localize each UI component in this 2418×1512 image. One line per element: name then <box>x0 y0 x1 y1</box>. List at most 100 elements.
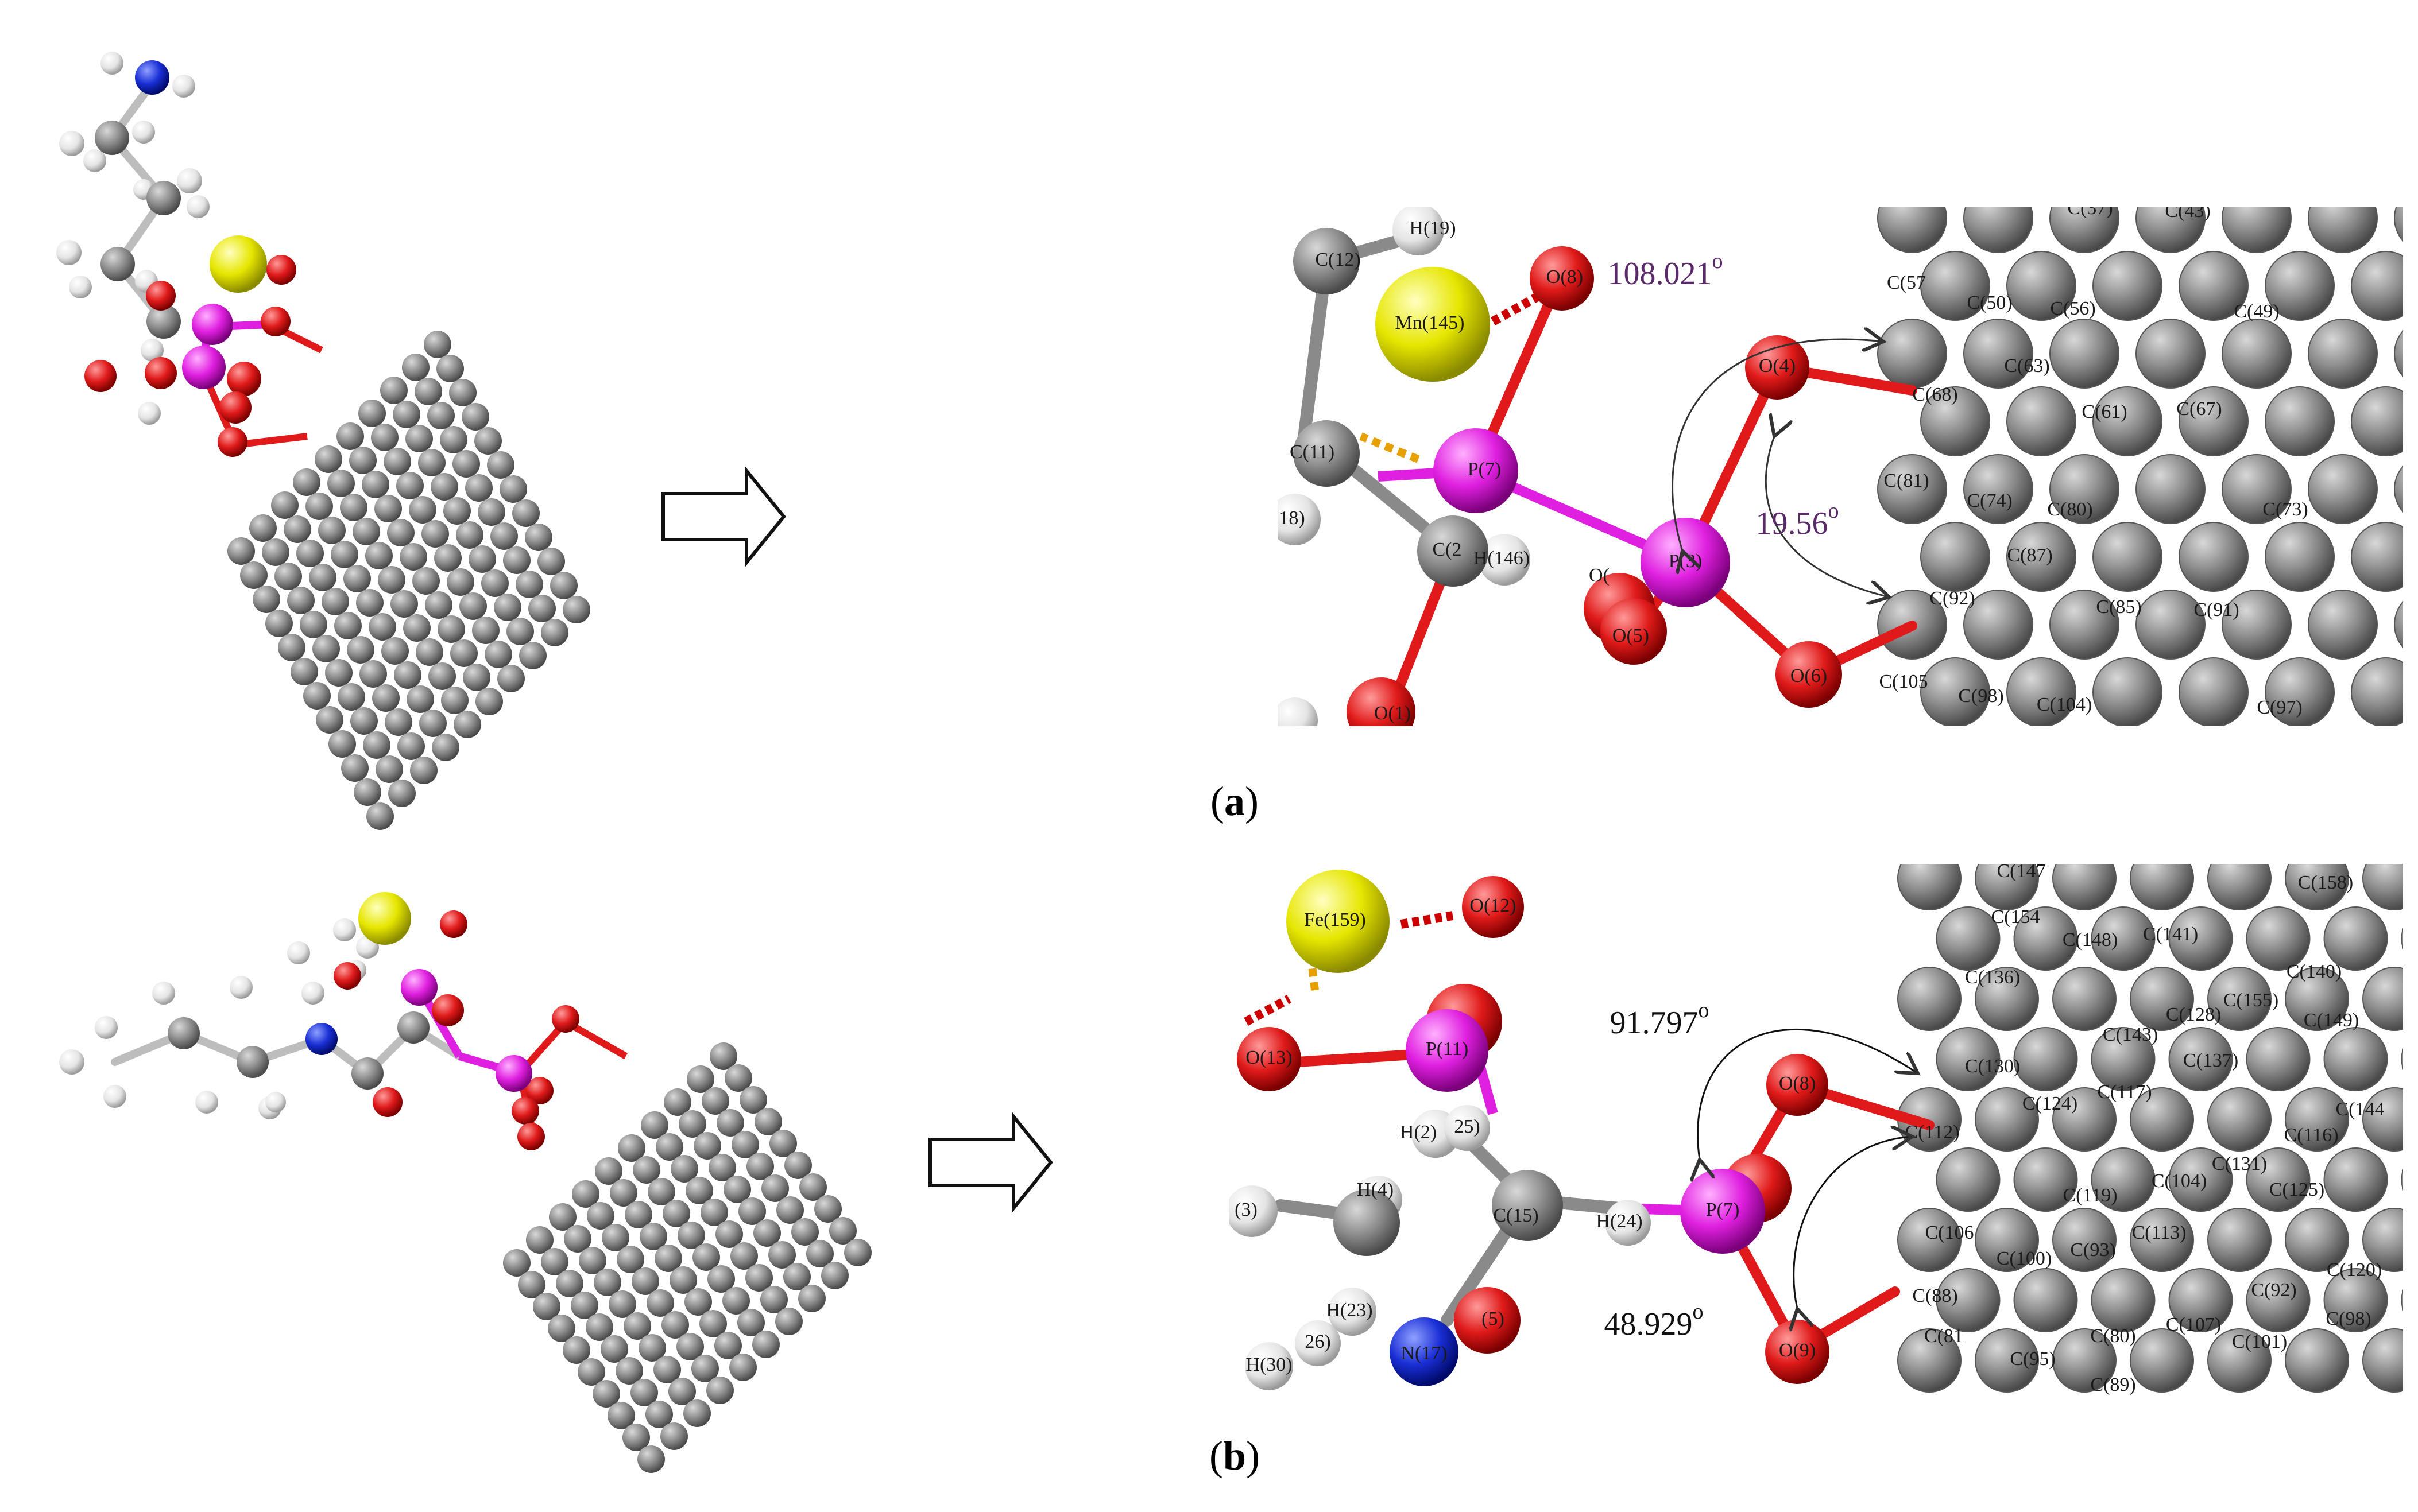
graphene-carbon-atom <box>622 1424 650 1451</box>
atom-label-c104: C(104) <box>2037 694 2092 715</box>
atom-label-c89: C(89) <box>2090 1374 2135 1395</box>
atom-label-c61: C(61) <box>2082 401 2127 422</box>
angle-a2-label: 19.56o <box>1756 499 1839 541</box>
graphene-carbon-atom <box>490 522 518 550</box>
graphene-carbon-atom <box>769 1130 797 1157</box>
carbon-atoms-a <box>1293 228 1488 587</box>
carbon-atoms-b-overview <box>168 1011 430 1090</box>
graphene-carbon-atom <box>746 1153 774 1180</box>
graphene-carbon-atom <box>755 1108 782 1135</box>
graphene-carbon-atom <box>671 1155 698 1183</box>
graphene-carbon-atom <box>775 1308 803 1335</box>
graphene-carbon-atom <box>296 540 324 567</box>
atom-label-h3: (3) <box>1235 1199 1258 1220</box>
atom-label-c15: C(15) <box>1493 1205 1538 1226</box>
atom-label-c50: C(50) <box>1967 292 2012 313</box>
graphene-carbon-atom <box>415 378 442 405</box>
graphene-carbon-atom <box>829 1217 857 1245</box>
graphene-carbon-atom <box>683 1399 711 1427</box>
graphene-carbon-atom <box>416 638 443 666</box>
graphene-carbon-atom <box>2130 864 2194 910</box>
graphene-carbon-atom <box>632 1267 659 1295</box>
atom-label-c120: C(120) <box>2327 1259 2382 1281</box>
graphene-carbon-atom <box>309 564 336 591</box>
graphene-carbon-atom <box>409 496 436 524</box>
graphene-carbon-atom <box>2362 1208 2403 1272</box>
graphene-carbon-atom <box>2179 386 2249 456</box>
graphene-carbon-atom <box>1963 207 2033 253</box>
oxygen-atoms <box>84 255 296 457</box>
graphene-carbon-atom <box>648 1178 675 1205</box>
graphene-carbon-atom <box>2222 207 2292 253</box>
graphene-carbon-atom <box>503 1249 531 1277</box>
graphene-carbon-atom <box>709 1154 736 1181</box>
graphene-carbon-atom <box>1897 1328 1962 1393</box>
atom-label-c91: C(91) <box>2193 599 2239 621</box>
graphene-carbon-atom <box>2285 1328 2349 1393</box>
graphene-carbon-atom <box>500 475 527 503</box>
phosphorus-atoms-b-overview <box>401 969 532 1092</box>
graphene-carbon-atom <box>641 1111 668 1139</box>
graphene-carbon-atom <box>725 1064 752 1092</box>
graphene-carbon-atom <box>608 1402 635 1429</box>
graphene-carbon-atom <box>1936 1147 2001 1212</box>
graphene-carbon-atom <box>2013 906 2078 971</box>
graphene-carbon-atom <box>670 1266 697 1294</box>
atom-label-h23: H(23) <box>1326 1300 1372 1321</box>
graphene-carbon-atom <box>724 1176 751 1203</box>
graphene-carbon-atom <box>1936 1027 2001 1091</box>
atom-label-o6: O(6) <box>1790 665 1827 687</box>
graphene-carbon-atom <box>2091 1268 2156 1332</box>
graphene-carbon-atom <box>2222 319 2292 389</box>
hydrogen-atoms-b <box>1229 1105 1651 1390</box>
graphene-carbon-atom <box>494 594 521 621</box>
graphene-carbon-atom <box>305 493 333 520</box>
graphene-carbon-atom <box>714 1332 742 1359</box>
atom-label-c11: C(11) <box>1290 441 1334 463</box>
graphene-carbon-atom <box>572 1180 599 1208</box>
atom-label-c104: C(104) <box>2152 1170 2207 1192</box>
graphene-carbon-atom <box>2135 319 2206 389</box>
atom-label-o9: O(9) <box>1779 1340 1816 1361</box>
oxygen-atoms-a <box>1347 246 1842 726</box>
graphene-carbon-atom <box>358 400 386 427</box>
graphene-carbon-atom <box>2222 590 2292 660</box>
graphene-carbon-atom <box>349 447 377 474</box>
graphene-carbon-atom <box>2265 386 2335 456</box>
graphene-carbon-atom <box>732 1131 759 1158</box>
atom-label-p7: P(7) <box>1706 1199 1740 1220</box>
caption-b: (b) <box>1209 1433 1260 1479</box>
graphene-carbon-atom <box>2135 454 2206 524</box>
graphene-carbon-atom <box>506 618 534 645</box>
graphene-carbon-atom <box>738 1197 766 1225</box>
graphene-carbon-atom <box>537 548 565 575</box>
graphene-carbon-atom <box>2401 1168 2403 1191</box>
graphene-carbon-atom <box>485 641 512 668</box>
graphene-carbon-atom <box>679 1110 706 1138</box>
graphene-carbon-atom <box>656 1133 683 1161</box>
graphene-carbon-atom <box>503 546 531 574</box>
atom-label-c80: C(80) <box>2090 1325 2135 1347</box>
graphene-carbon-atom <box>2246 1268 2311 1332</box>
graphene-carbon-atom <box>2130 1087 2194 1152</box>
graphene-carbon-atom <box>710 1042 737 1070</box>
graphene-carbon-atom <box>595 1157 622 1185</box>
graphene-carbon-atom <box>2394 207 2403 242</box>
graphene-carbon-atom <box>2091 1147 2156 1212</box>
nitrogen-atom-b-zoom <box>1390 1317 1458 1386</box>
atom-label-c85: C(85) <box>2096 596 2141 618</box>
graphene-carbon-atom <box>1920 251 1990 321</box>
graphene-carbon-atom <box>353 518 380 545</box>
graphene-carbon-atom <box>450 639 478 667</box>
atom-label-c101: C(101) <box>2232 1331 2287 1352</box>
graphene-carbon-atom <box>390 590 418 618</box>
graphene-carbon-atom <box>2049 590 2119 660</box>
atom-label-c147: C(147 <box>1997 860 2046 882</box>
graphene-carbon-atom <box>541 619 568 646</box>
graphene-carbon-atom <box>403 614 431 642</box>
graphene-carbon-atom <box>519 642 547 669</box>
graphene-carbon-atom <box>2168 1027 2233 1091</box>
graphene-carbon-atom <box>2308 207 2378 253</box>
graphene-carbon-atom <box>676 1333 704 1360</box>
